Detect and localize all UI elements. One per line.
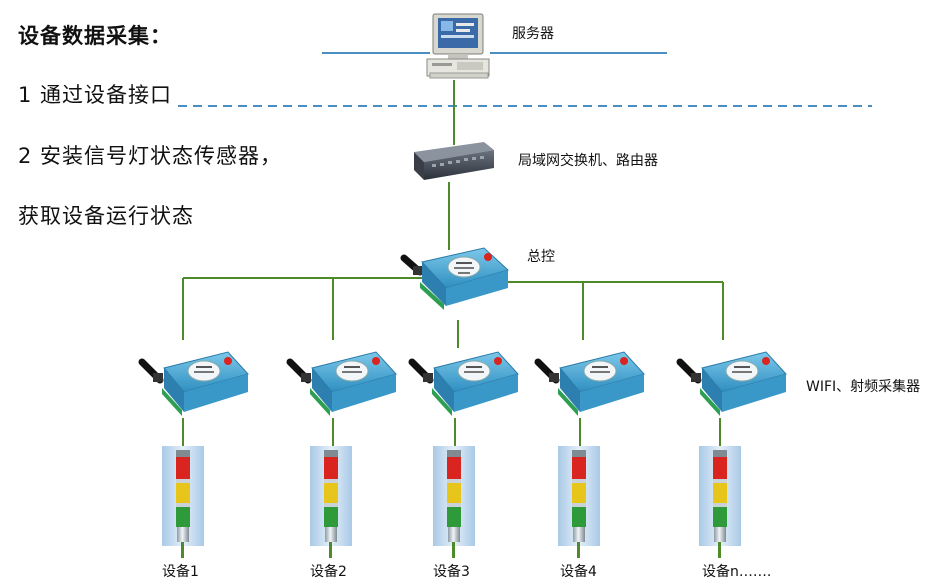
signal-tower-light (433, 446, 475, 558)
collector-icon (138, 351, 249, 416)
collector-icon (408, 351, 519, 416)
device-label: 设备1 (162, 564, 199, 580)
signal-tower-light (162, 446, 204, 558)
server-label: 服务器 (512, 26, 554, 42)
switch-label: 局域网交换机、路由器 (518, 153, 658, 169)
collector-to-light-links (182, 418, 721, 446)
master-controller-icon (400, 247, 509, 310)
method-item-1: 1 通过设备接口 (18, 83, 173, 107)
server-computer-icon (426, 13, 490, 79)
device-label: 设备4 (560, 564, 597, 580)
master-controller-label: 总控 (527, 249, 555, 265)
method-item-2: 2 安装信号灯状态传感器， (18, 144, 283, 168)
device-label: 设备2 (310, 564, 347, 580)
page-title: 设备数据采集： (18, 24, 172, 48)
collector-icon (286, 351, 397, 416)
collector-icon (534, 351, 645, 416)
master-tree-lines (182, 277, 724, 348)
network-switch-icon (414, 142, 494, 180)
method-item-2-continued: 获取设备运行状态 (18, 204, 194, 228)
signal-tower-light (699, 446, 741, 558)
device-label: 设备n……. (702, 564, 772, 580)
device-label: 设备3 (433, 564, 470, 580)
signal-tower-light (558, 446, 600, 558)
collector-label: WIFI、射频采集器 (806, 379, 921, 395)
collector-icon (676, 351, 787, 416)
signal-tower-light (310, 446, 352, 558)
